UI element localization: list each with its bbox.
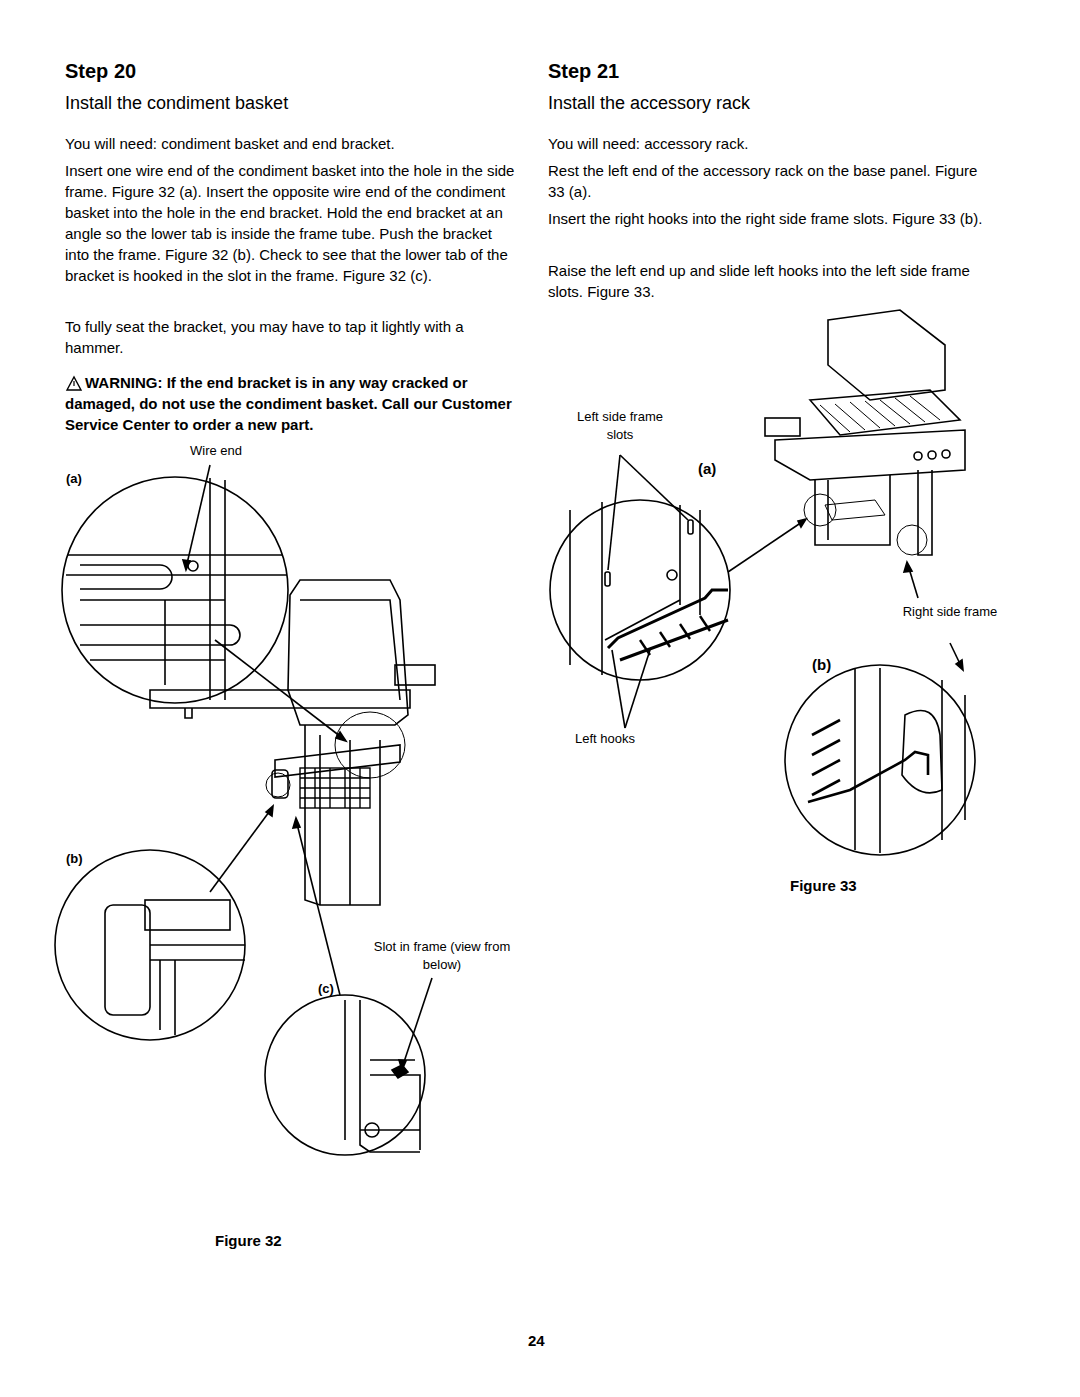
part-label: Right side frame [895,603,1005,621]
figure-letter: (b) [812,654,842,675]
part-label: Slot in frame (view from below) [372,938,512,974]
step-heading: Step 21 [548,58,948,84]
instruction-text: Insert one wire end of the condiment bas… [65,160,520,286]
instruction-text: Rest the left end of the accessory rack … [548,160,988,202]
parts-needed: You will need: condiment basket and end … [65,133,520,154]
figure-letter: (a) [66,470,96,488]
instruction-text: To fully seat the bracket, you may have … [65,316,520,358]
step-heading: Step 20 [65,58,465,84]
warning-text: WARNING: If the end bracket is in any wa… [65,372,520,435]
step-title: Install the condiment basket [65,92,520,115]
figure-letter: (a) [698,458,728,479]
part-label: Left hooks [575,730,675,748]
part-label: Left side frame slots [565,408,675,444]
part-label: Wire end [190,442,270,460]
figure-caption: Figure 32 [215,1230,335,1251]
figure-letter: (b) [66,850,96,868]
parts-needed: You will need: accessory rack. [548,133,1003,154]
instruction-text: Raise the left end up and slide left hoo… [548,260,988,302]
instruction-text: Insert the right hooks into the right si… [548,208,988,229]
page-number: 24 [528,1330,568,1351]
figure-letter: (c) [318,980,348,998]
figure-caption: Figure 33 [790,875,910,896]
step-title: Install the accessory rack [548,92,1003,115]
